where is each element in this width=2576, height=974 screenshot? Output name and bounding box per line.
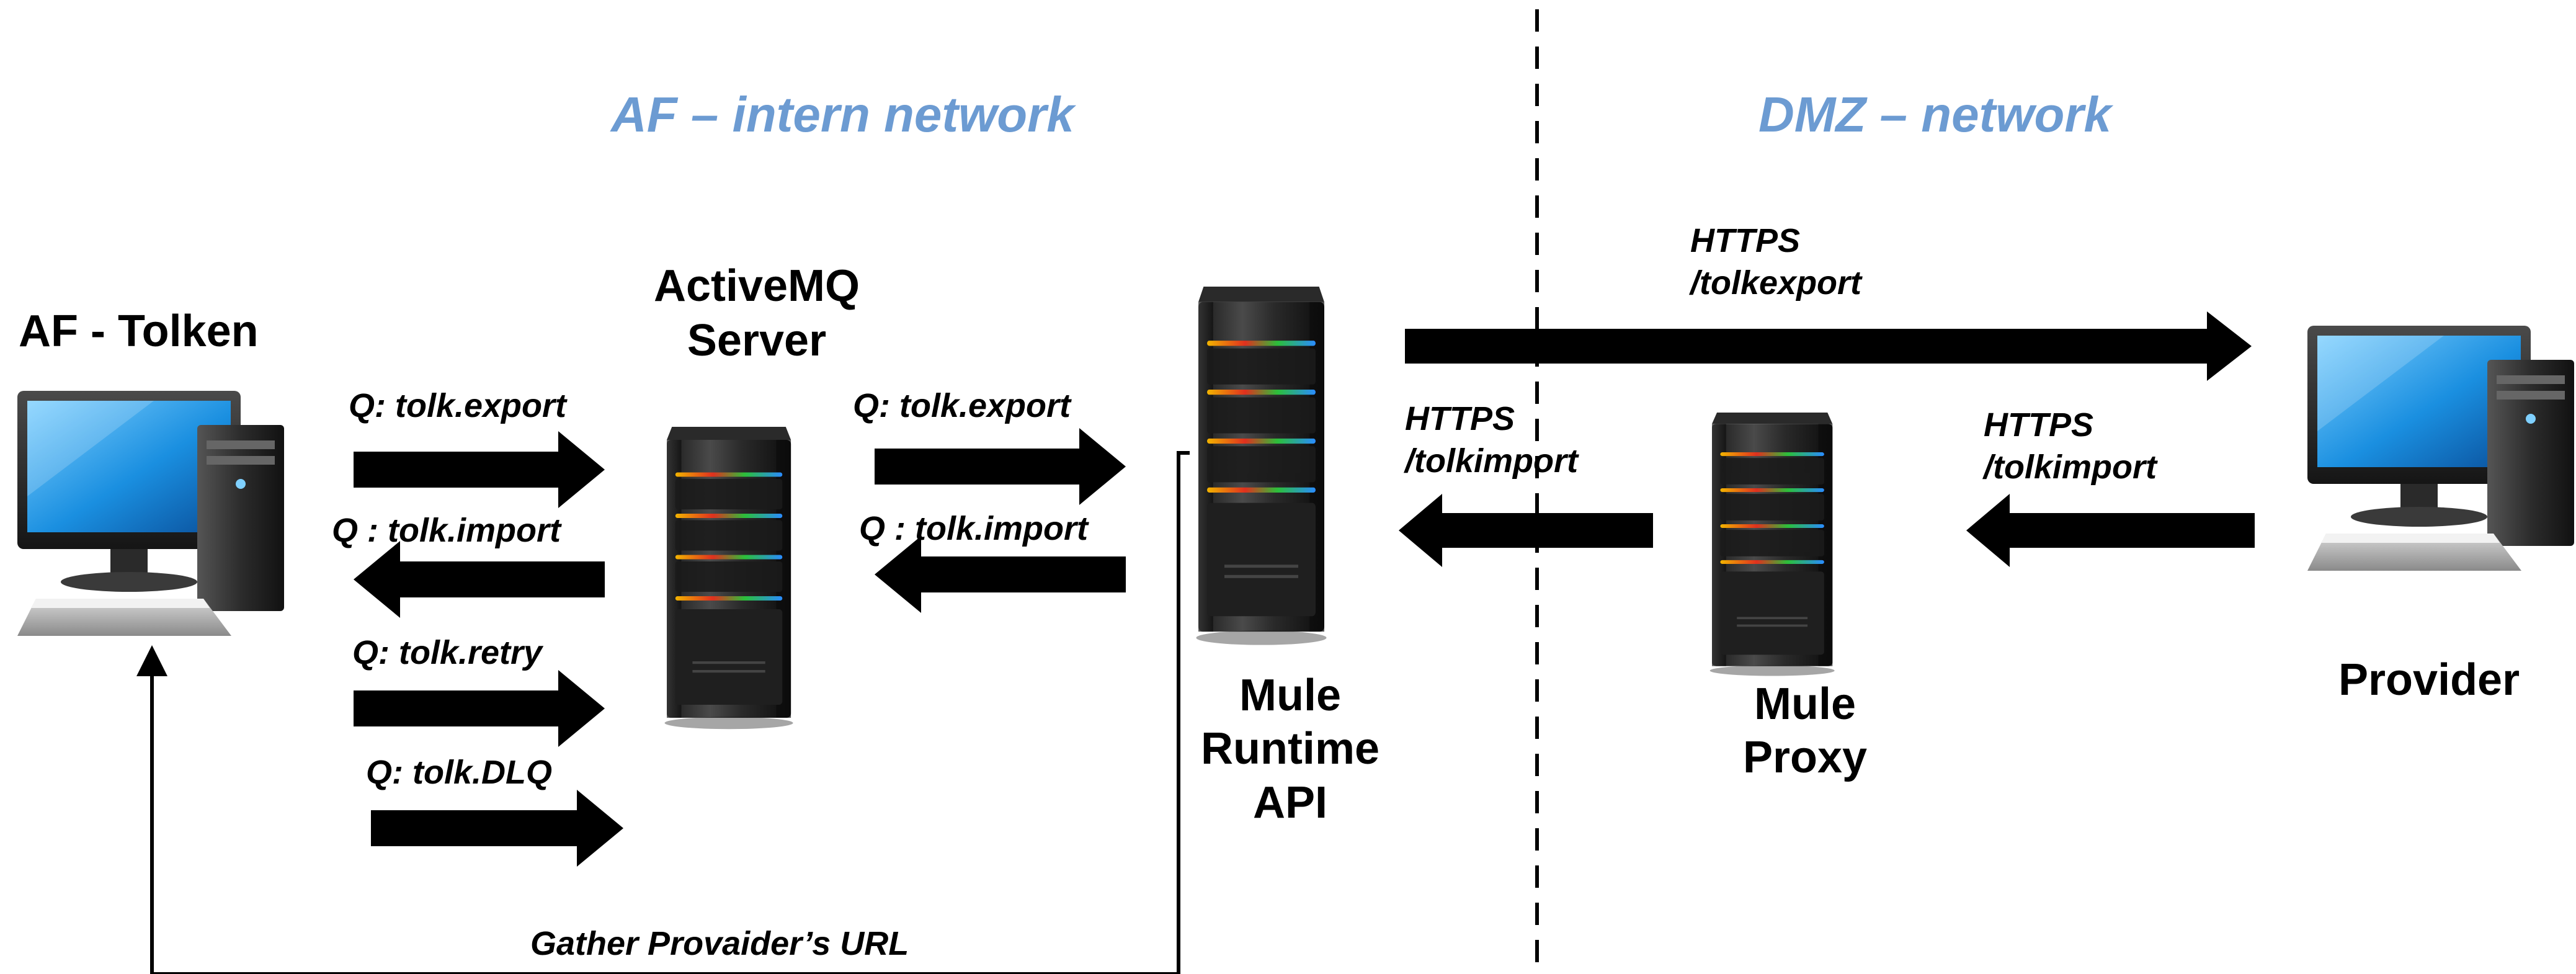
queue-label-import: Q : tolk.import	[859, 510, 1088, 547]
queue-label-dlq: Q: tolk.DLQ	[366, 754, 552, 791]
queue-arrows-left	[354, 431, 623, 867]
node-label-af-tolken: AF - Tolken	[19, 306, 259, 356]
zone-label-internal: AF – intern network	[611, 87, 1074, 142]
flow-label-export-protocol: HTTPS	[1690, 222, 1801, 259]
arrow-right	[371, 790, 623, 867]
arrow-left	[1966, 494, 2255, 567]
zone-label-dmz: DMZ – network	[1758, 87, 2111, 142]
arrow-right	[354, 670, 605, 747]
node-label-activemq-line2: Server	[687, 316, 827, 365]
arrow-right	[875, 428, 1126, 505]
queue-label-retry: Q: tolk.retry	[352, 634, 543, 671]
queue-label-export: Q: tolk.export	[349, 387, 567, 424]
node-label-activemq: ActiveMQ Server	[626, 264, 887, 363]
flow-label-export-path: /tolkexport	[1690, 264, 1862, 302]
https-arrows	[1399, 311, 2255, 567]
flow-label-runtime-import-protocol: HTTPS	[1405, 400, 1515, 437]
node-label-mule-runtime-line1: Mule	[1239, 671, 1341, 720]
arrow-left	[354, 541, 605, 618]
node-label-provider: Provider	[2338, 655, 2520, 705]
node-label-mule-runtime-line3: API	[1252, 777, 1328, 828]
flow-label-gather: Gather Provaider’s URL	[530, 925, 909, 962]
desktop-computer-icon	[17, 391, 284, 636]
arrow-left	[875, 536, 1126, 613]
node-label-mule-proxy-line2: Proxy	[1742, 733, 1868, 783]
desktop-computer-icon	[2307, 326, 2574, 571]
flow-label-provider-import: HTTPS /tolkimport	[1984, 404, 2157, 488]
node-label-mule-runtime-line2: Runtime	[1201, 724, 1379, 774]
node-label-activemq-line1: ActiveMQ	[653, 261, 860, 311]
flow-label-provider-import-path: /tolkimport	[1984, 448, 2157, 486]
node-label-mule-runtime: Mule Runtime API	[1197, 669, 1383, 829]
queue-label-export: Q: tolk.export	[853, 387, 1071, 424]
node-label-mule-proxy: Mule Proxy	[1712, 677, 1898, 785]
server-tower-icon	[1709, 413, 1835, 676]
server-tower-icon	[664, 427, 793, 730]
queue-arrows-right	[875, 428, 1126, 613]
arrow-right	[354, 431, 605, 508]
flow-label-export: HTTPS /tolkexport	[1690, 220, 1861, 304]
server-tower-icon	[1196, 287, 1327, 645]
flow-label-provider-import-protocol: HTTPS	[1984, 406, 2094, 444]
queue-label-import: Q : tolk.import	[332, 512, 561, 549]
flow-label-runtime-import: HTTPS /tolkimport	[1405, 398, 1578, 482]
flow-label-runtime-import-path: /tolkimport	[1405, 442, 1578, 480]
gather-return-line	[136, 451, 1190, 974]
node-label-mule-proxy-line1: Mule	[1754, 679, 1856, 729]
arrow-right	[1405, 311, 2252, 381]
arrow-left	[1399, 494, 1653, 567]
